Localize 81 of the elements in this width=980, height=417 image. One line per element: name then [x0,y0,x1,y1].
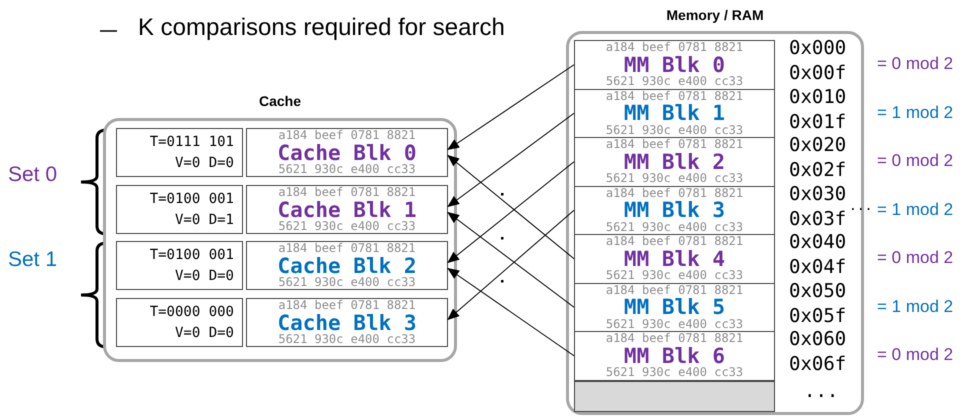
tag-bits: T=0100 001 [150,246,234,265]
status-bits: V=0 D=0 [174,267,234,286]
block-label: MM Blk 1 [622,102,726,124]
block-label: Cache Blk 3 [276,312,418,334]
cache-block [246,298,448,347]
bullet-text: K comparisons required for search [138,14,505,42]
data-bytes: a184 beef 0781 8821 [604,186,744,200]
status-bits: V=0 D=0 [174,324,234,343]
ellipsis: ... [849,200,872,214]
address-label: 0x050 [789,280,846,302]
data-bytes: 5621 930c e400 cc33 [604,366,744,379]
data-bytes: a184 beef 0781 8821 [604,41,744,54]
modulo-label: = 0 mod 2 [877,151,954,171]
tag-bits: T=0111 101 [150,133,234,152]
cache-block [246,128,448,177]
data-bytes: a184 beef 0781 8821 [604,235,744,248]
data-bytes: 5621 930c e400 cc33 [277,333,417,346]
address-label: 0x000 [789,37,846,59]
data-bytes: a184 beef 0781 8821 [604,284,744,296]
block-label: MM Blk 5 [622,296,726,318]
data-bytes: a184 beef 0781 8821 [277,299,417,312]
block-label: MM Blk 0 [624,54,726,76]
address-label: 0x030 [789,182,846,204]
arrow [447,268,574,356]
panel-title: Cache [258,93,302,109]
address-label: 0x01f [789,110,846,132]
status-bits: V=0 D=0 [174,154,234,173]
data-bytes: a184 beef 0781 8821 [277,242,417,255]
panel-title: Memory / RAM [665,7,765,23]
set-label: Set 1 [8,248,58,272]
data-bytes: a184 beef 0781 8821 [604,138,744,151]
tag-field [116,298,243,347]
address-label: 0x010 [789,86,846,108]
modulo-label: = 1 mod 2 [877,102,954,122]
block-label: MM Blk 3 [622,199,726,221]
data-bytes: a184 beef 0781 8821 [277,129,417,142]
tag-field [116,241,243,290]
modulo-label: = 0 mod 2 [877,54,954,74]
block-label: MM Blk 4 [624,248,726,270]
data-bytes: 5621 930c e400 cc33 [277,276,417,289]
data-bytes: 5621 930c e400 cc33 [604,318,744,330]
data-bytes: 5621 930c e400 cc33 [604,220,744,234]
tag-bits: T=0000 000 [150,303,234,322]
tag-bits: T=0100 001 [150,190,234,209]
arrow [447,64,574,150]
data-bytes: a184 beef 0781 8821 [277,186,417,199]
data-bytes: 5621 930c e400 cc33 [604,172,744,185]
modulo-label: = 0 mod 2 [877,248,954,268]
address-label: 0x020 [789,134,846,156]
data-bytes: 5621 930c e400 cc33 [277,163,417,176]
address-label: 0x00f [789,62,846,84]
data-bytes: a184 beef 0781 8821 [604,90,744,102]
data-bytes: 5621 930c e400 cc33 [604,75,744,88]
address-label: 0x02f [789,159,846,181]
block-label: Cache Blk 1 [276,198,418,220]
block-label: MM Blk 2 [624,150,726,172]
cache-block [246,241,448,290]
cache-block [246,185,448,234]
tag-field [116,128,243,177]
modulo-label: = 1 mod 2 [877,296,954,316]
modulo-label: = 0 mod 2 [877,345,954,365]
data-bytes: 5621 930c e400 cc33 [604,124,744,136]
block-label: Cache Blk 0 [276,142,418,164]
ellipsis: ... [804,384,838,398]
modulo-label: = 1 mod 2 [877,200,954,220]
address-label: 0x03f [789,208,846,230]
data-bytes: a184 beef 0781 8821 [604,332,744,345]
address-label: 0x060 [789,328,846,350]
block-label: MM Blk 6 [624,344,726,366]
tag-field [116,185,243,234]
address-label: 0x06f [789,353,846,375]
data-bytes: 5621 930c e400 cc33 [277,220,417,233]
address-label: 0x05f [789,304,846,326]
arrow [447,112,574,208]
address-label: 0x040 [789,231,846,253]
block-label: Cache Blk 2 [276,254,418,276]
empty-block [574,380,775,412]
data-bytes: 5621 930c e400 cc33 [604,269,744,282]
address-label: 0x04f [789,256,846,278]
status-bits: V=0 D=1 [174,211,234,230]
set-label: Set 0 [8,163,58,187]
